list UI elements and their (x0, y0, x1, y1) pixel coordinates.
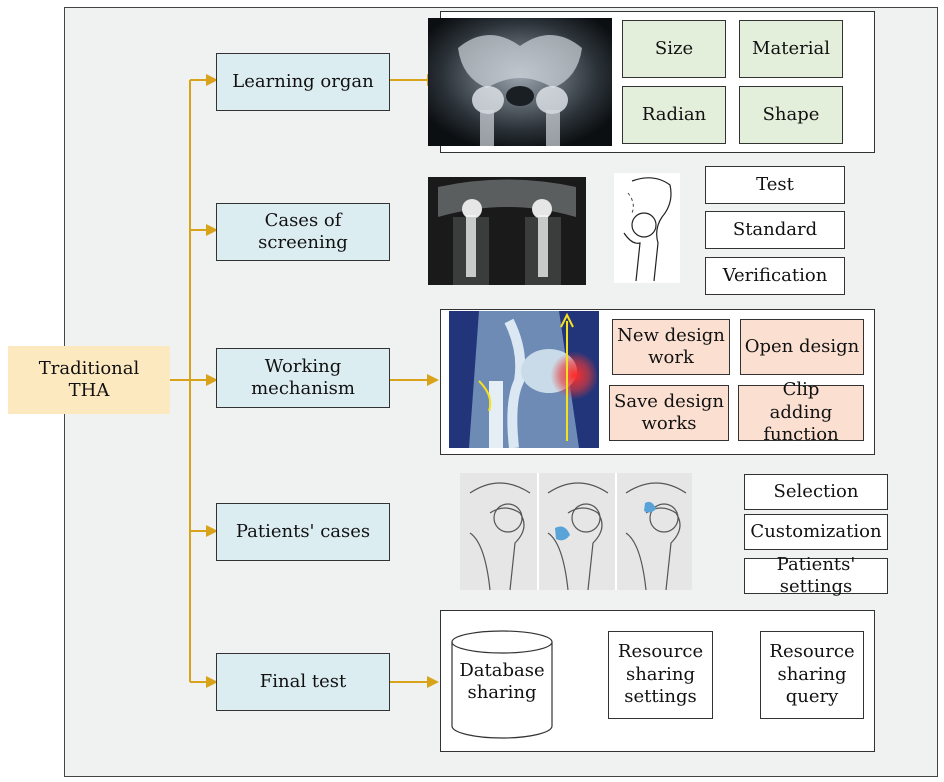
screening-item-verification: Verification (705, 257, 845, 295)
stage-learning-label: Learning organ (232, 70, 374, 92)
save-design-label: Save design works (614, 390, 724, 435)
database-sharing-label: Database sharing (459, 659, 545, 704)
resource-settings-label: Resource sharing settings (617, 641, 704, 708)
stage-working-label: Working mechanism (251, 355, 355, 400)
resource-query-label: Resource sharing query (769, 641, 855, 708)
screening-standard-label: Standard (732, 218, 818, 240)
hip-anatomy-image (449, 311, 599, 448)
stage-working-mechanism: Working mechanism (216, 348, 390, 408)
hip-sketch-image (614, 173, 680, 283)
pelvis-xray-image (428, 18, 612, 146)
root-node: Traditional THA (8, 346, 170, 414)
attr-radian-label: Radian (641, 103, 707, 125)
attr-size: Size (622, 20, 726, 78)
stage-cases-of-screening: Cases of screening (216, 203, 390, 261)
screening-verification-label: Verification (722, 264, 828, 286)
hip-implant-xray-image (428, 177, 586, 285)
attr-shape-label: Shape (762, 103, 820, 125)
resource-sharing-query-node: Resource sharing query (760, 631, 864, 719)
database-sharing-node: Database sharing (451, 652, 553, 712)
attr-material-label: Material (752, 37, 830, 59)
resource-sharing-settings-node: Resource sharing settings (608, 631, 713, 719)
screening-item-standard: Standard (705, 211, 845, 249)
working-new-design: New design work (612, 319, 730, 375)
stage-patients-cases: Patients' cases (216, 503, 390, 561)
database-cylinder-icon (451, 630, 553, 739)
femur-images-strip (460, 473, 692, 590)
patients-item-customization: Customization (744, 514, 888, 550)
root-label: Traditional THA (38, 357, 140, 402)
working-clip-adding: Clip adding function (738, 379, 864, 445)
selection-label: Selection (773, 480, 859, 502)
stage-learning-organ: Learning organ (216, 53, 390, 111)
customization-label: Customization (750, 520, 882, 542)
attr-size-label: Size (654, 37, 694, 59)
stage-patients-label: Patients' cases (235, 520, 371, 542)
clip-adding-label: Clip adding function (763, 379, 839, 446)
patients-settings-label: Patients' settings (776, 553, 856, 598)
attr-radian: Radian (622, 86, 726, 144)
screening-item-test: Test (705, 166, 845, 204)
working-open-design: Open design (740, 319, 864, 375)
stage-final-test: Final test (216, 653, 390, 711)
patients-item-settings: Patients' settings (744, 554, 888, 597)
screening-test-label: Test (756, 173, 794, 195)
working-save-design: Save design works (609, 385, 729, 441)
stage-final-label: Final test (259, 670, 347, 692)
new-design-label: New design work (617, 324, 725, 369)
stage-screening-label: Cases of screening (258, 209, 348, 254)
attr-shape: Shape (739, 86, 843, 144)
attr-material: Material (739, 20, 843, 78)
open-design-label: Open design (744, 335, 860, 357)
patients-item-selection: Selection (744, 474, 888, 510)
